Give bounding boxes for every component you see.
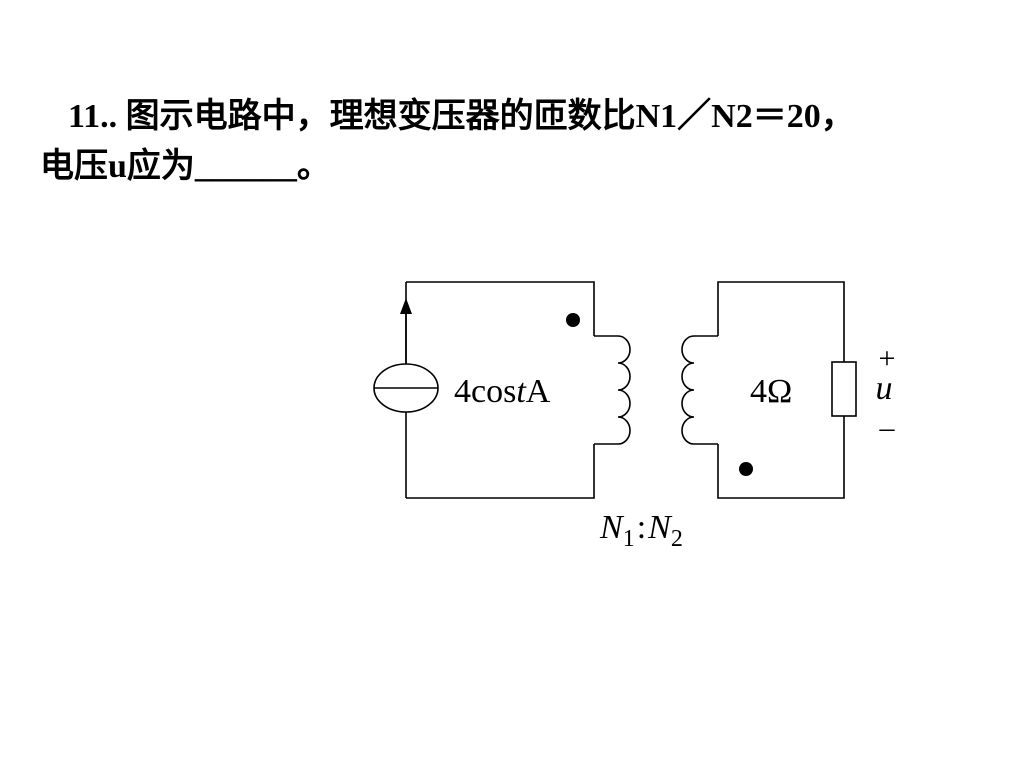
resistor-label: 4Ω [750,373,792,410]
question-text: 11.. 图示电路中，理想变压器的匝数比N1／N2＝20， 电压u应为_____… [40,92,1000,192]
secondary-polarity-dot [739,462,753,476]
question-end: 。 [296,148,331,185]
question-body-1: 图示电路中，理想变压器的匝数比N1／N2＝20， [125,98,855,135]
resistor-symbol [831,361,857,417]
primary-wire-top [406,281,595,336]
question-number: 11.. [68,98,118,135]
primary-coil [594,335,631,445]
current-arrow-head [400,298,412,314]
source-label: 4costA [454,373,551,410]
secondary-wire-bottom [717,416,845,499]
primary-wire-bottom [406,444,595,499]
voltage-label: u [876,370,893,407]
voltage-plus-sign: + [879,342,896,375]
question-line-1: 11.. 图示电路中，理想变压器的匝数比N1／N2＝20， [40,92,1000,142]
voltage-minus-sign: – [879,411,896,444]
secondary-coil [681,335,718,445]
primary-polarity-dot [566,313,580,327]
question-line-2: 电压u应为______。 [40,142,1000,192]
answer-blank[interactable]: ______ [194,148,297,185]
turns-ratio-label: N1:N2 [599,509,683,552]
secondary-wire-top [717,281,845,362]
question-body-2: 电压u应为 [40,148,195,185]
